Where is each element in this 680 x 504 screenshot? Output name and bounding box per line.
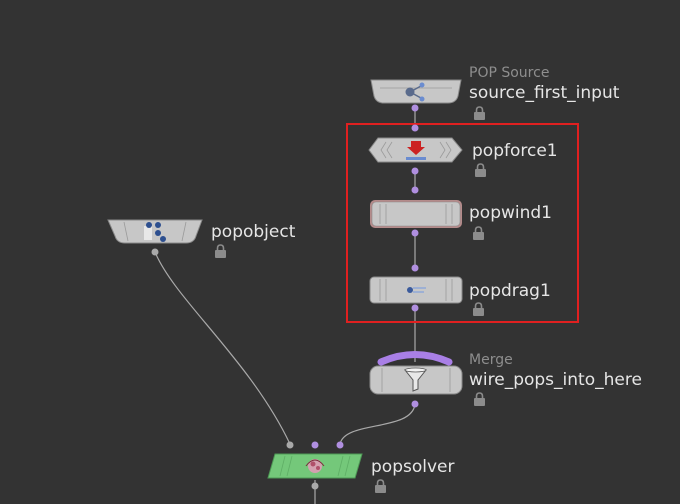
node-type-label-merge: Merge	[469, 352, 513, 368]
node-popobject[interactable]	[107, 219, 203, 256]
output-port-popsolver[interactable]	[311, 482, 319, 490]
node-source[interactable]	[370, 79, 462, 112]
node-name-merge[interactable]: wire_pops_into_here	[469, 370, 642, 390]
node-name-popwind[interactable]: popwind1	[469, 203, 552, 223]
node-popdrag[interactable]	[369, 264, 463, 312]
input-port-popforce[interactable]	[411, 124, 419, 132]
object-particles-icon	[144, 222, 166, 242]
node-body-source[interactable]	[370, 79, 462, 104]
lock-icon[interactable]	[474, 106, 485, 120]
node-merge[interactable]	[369, 351, 463, 408]
output-port-popwind[interactable]	[411, 229, 419, 237]
output-port-popforce[interactable]	[411, 167, 419, 175]
node-popsolver[interactable]	[267, 441, 363, 490]
node-body-popobject[interactable]	[107, 219, 203, 244]
input-port-popsolver-2[interactable]	[311, 441, 319, 449]
input-port-popsolver-3[interactable]	[336, 441, 344, 449]
node-type-label-source: POP Source	[469, 65, 550, 81]
output-port-source[interactable]	[411, 104, 419, 112]
node-name-popobject[interactable]: popobject	[211, 222, 296, 242]
lock-icon[interactable]	[473, 226, 484, 240]
node-name-popdrag[interactable]: popdrag1	[469, 281, 551, 301]
particle-emit-icon	[405, 82, 425, 102]
node-popforce[interactable]	[368, 124, 463, 175]
output-port-popdrag[interactable]	[411, 304, 419, 312]
solver-icon	[305, 459, 325, 473]
force-arrow-icon	[406, 141, 426, 160]
funnel-icon	[403, 367, 428, 392]
node-name-popforce[interactable]: popforce1	[472, 141, 558, 161]
input-port-popdrag[interactable]	[411, 264, 419, 272]
output-port-merge[interactable]	[411, 400, 419, 408]
wires	[154, 107, 416, 504]
node-body-popwind[interactable]	[371, 201, 461, 227]
merge-input-bar[interactable]	[377, 351, 453, 366]
lock-icon[interactable]	[215, 244, 226, 258]
node-popwind[interactable]	[370, 186, 462, 237]
lock-icon[interactable]	[375, 479, 386, 493]
input-port-popwind[interactable]	[411, 186, 419, 194]
node-name-source[interactable]: source_first_input	[469, 83, 620, 103]
output-port-popobject[interactable]	[151, 248, 159, 256]
wire-merge-to-popsolver[interactable]	[339, 403, 416, 445]
selection-box	[346, 123, 579, 323]
input-port-popsolver-1[interactable]	[286, 441, 294, 449]
lock-icon[interactable]	[475, 163, 486, 177]
lock-icon[interactable]	[473, 302, 484, 316]
lock-icon[interactable]	[474, 392, 485, 406]
node-body-popdrag[interactable]	[369, 276, 463, 304]
node-name-popsolver[interactable]: popsolver	[371, 457, 455, 477]
wind-icon	[379, 204, 453, 224]
drag-icon	[407, 287, 426, 293]
wire-popobject-to-popsolver[interactable]	[154, 251, 291, 445]
